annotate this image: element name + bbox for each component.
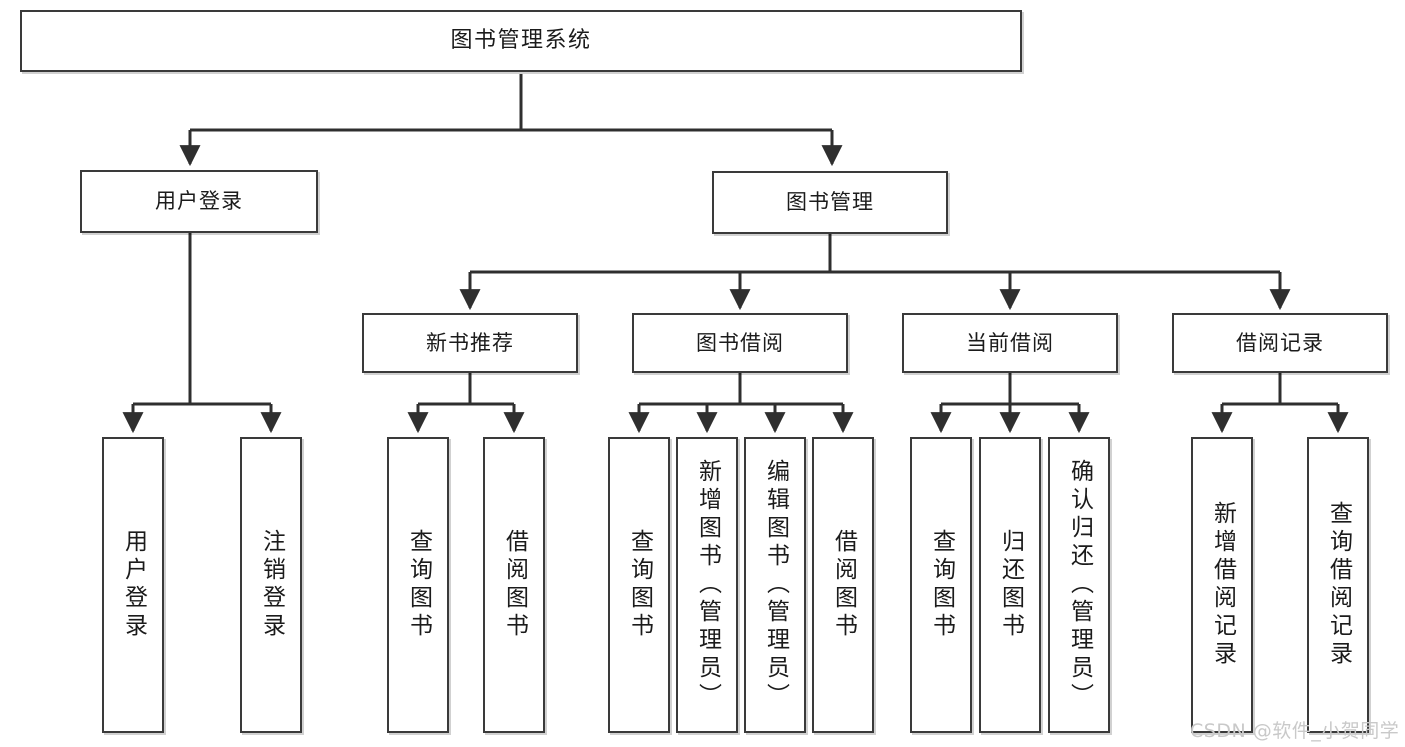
leaf-query-book-3[interactable]: 查询图书 [910,437,972,733]
node-label: 查询图书 [626,529,653,641]
node-user-login[interactable]: 用户登录 [80,170,318,233]
node-new-book-rec[interactable]: 新书推荐 [362,313,578,373]
leaf-add-borrow-record[interactable]: 新增借阅记录 [1191,437,1253,733]
node-label: 图书管理系统 [450,28,592,54]
node-label: 新增借阅记录 [1209,501,1236,669]
node-root-system[interactable]: 图书管理系统 [20,10,1022,72]
node-label: 编辑图书（管理员） [762,459,789,711]
leaf-add-book-admin[interactable]: 新增图书（管理员） [676,437,738,733]
node-book-manage[interactable]: 图书管理 [712,171,948,234]
node-borrow-record[interactable]: 借阅记录 [1172,313,1388,373]
leaf-logout-login[interactable]: 注销登录 [240,437,302,733]
leaf-query-borrow-record[interactable]: 查询借阅记录 [1307,437,1369,733]
node-label: 图书借阅 [696,330,784,355]
leaf-user-login[interactable]: 用户登录 [102,437,164,733]
node-label: 确认归还（管理员） [1066,459,1093,711]
node-label: 查询借阅记录 [1325,501,1352,669]
node-current-borrow[interactable]: 当前借阅 [902,313,1118,373]
leaf-borrow-book-2[interactable]: 借阅图书 [812,437,874,733]
csdn-watermark: CSDN @软件_小贺同学 [1190,720,1400,742]
node-label: 注销登录 [258,529,285,641]
node-label: 借阅记录 [1236,330,1324,355]
leaf-return-book[interactable]: 归还图书 [979,437,1041,733]
leaf-query-book-2[interactable]: 查询图书 [608,437,670,733]
leaf-query-book-1[interactable]: 查询图书 [387,437,449,733]
node-label: 用户登录 [155,189,243,214]
node-label: 借阅图书 [830,529,857,641]
node-label: 新增图书（管理员） [694,459,721,711]
leaf-borrow-book-1[interactable]: 借阅图书 [483,437,545,733]
node-label: 图书管理 [786,190,874,215]
leaf-edit-book-admin[interactable]: 编辑图书（管理员） [744,437,806,733]
node-label: 用户登录 [120,529,147,641]
node-label: 归还图书 [997,529,1024,641]
node-label: 当前借阅 [966,330,1054,355]
node-label: 新书推荐 [426,330,514,355]
node-book-borrow[interactable]: 图书借阅 [632,313,848,373]
node-label: 查询图书 [928,529,955,641]
node-label: 查询图书 [405,529,432,641]
leaf-confirm-return-admin[interactable]: 确认归还（管理员） [1048,437,1110,733]
node-label: 借阅图书 [501,529,528,641]
